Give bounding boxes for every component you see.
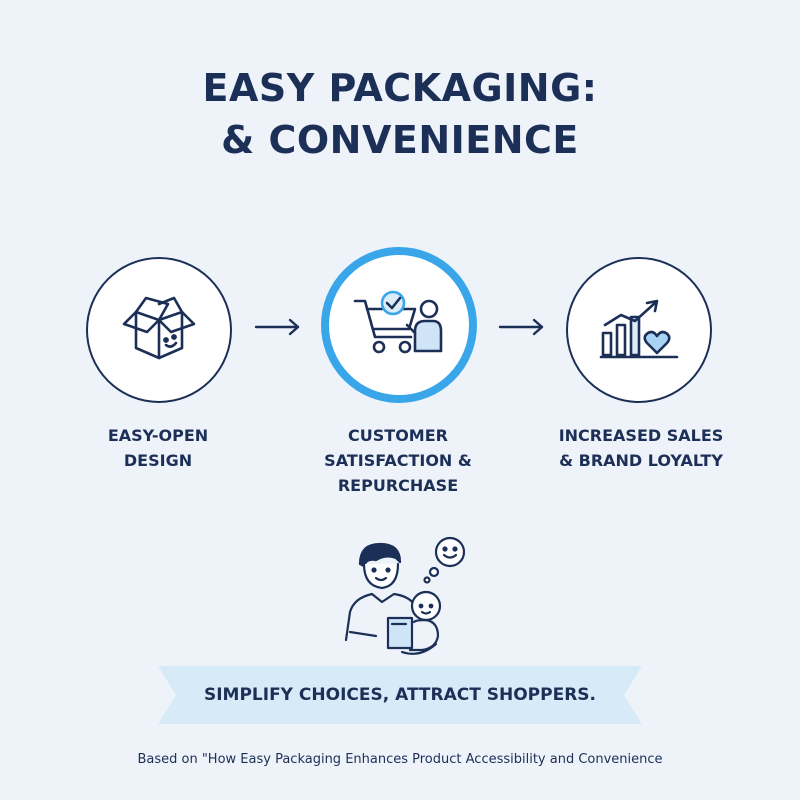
arrow-right-icon [498,318,544,336]
shopping-cart-check-icon [353,290,443,354]
step-3-label: INCREASED SALES & BRAND LOYALTY [558,426,724,470]
step-1-circle [86,257,232,403]
arrow-right-icon [254,318,300,336]
step-3-circle [566,257,712,403]
page-title: EASY PACKAGING: & CONVENIENCE [0,62,800,166]
title-line-1: EASY PACKAGING: [202,66,598,110]
step-2-circle [321,247,477,403]
banner-ribbon [158,666,642,724]
growth-chart-heart-icon [599,299,679,359]
title-line-2: & CONVENIENCE [221,118,579,162]
step-1-label: EASY-OPEN DESIGN [107,426,209,470]
smiling-box-icon [122,296,196,360]
banner-text: SIMPLIFY CHOICES, ATTRACT SHOPPERS. [203,685,597,705]
smiley-bubble-icon [434,536,466,568]
parent-with-baby-illustration [344,536,466,655]
step-2-label: CUSTOMER SATISFACTION & REPURCHASE [324,426,472,495]
source-footnote: Based on "How Easy Packaging Enhances Pr… [137,752,663,767]
